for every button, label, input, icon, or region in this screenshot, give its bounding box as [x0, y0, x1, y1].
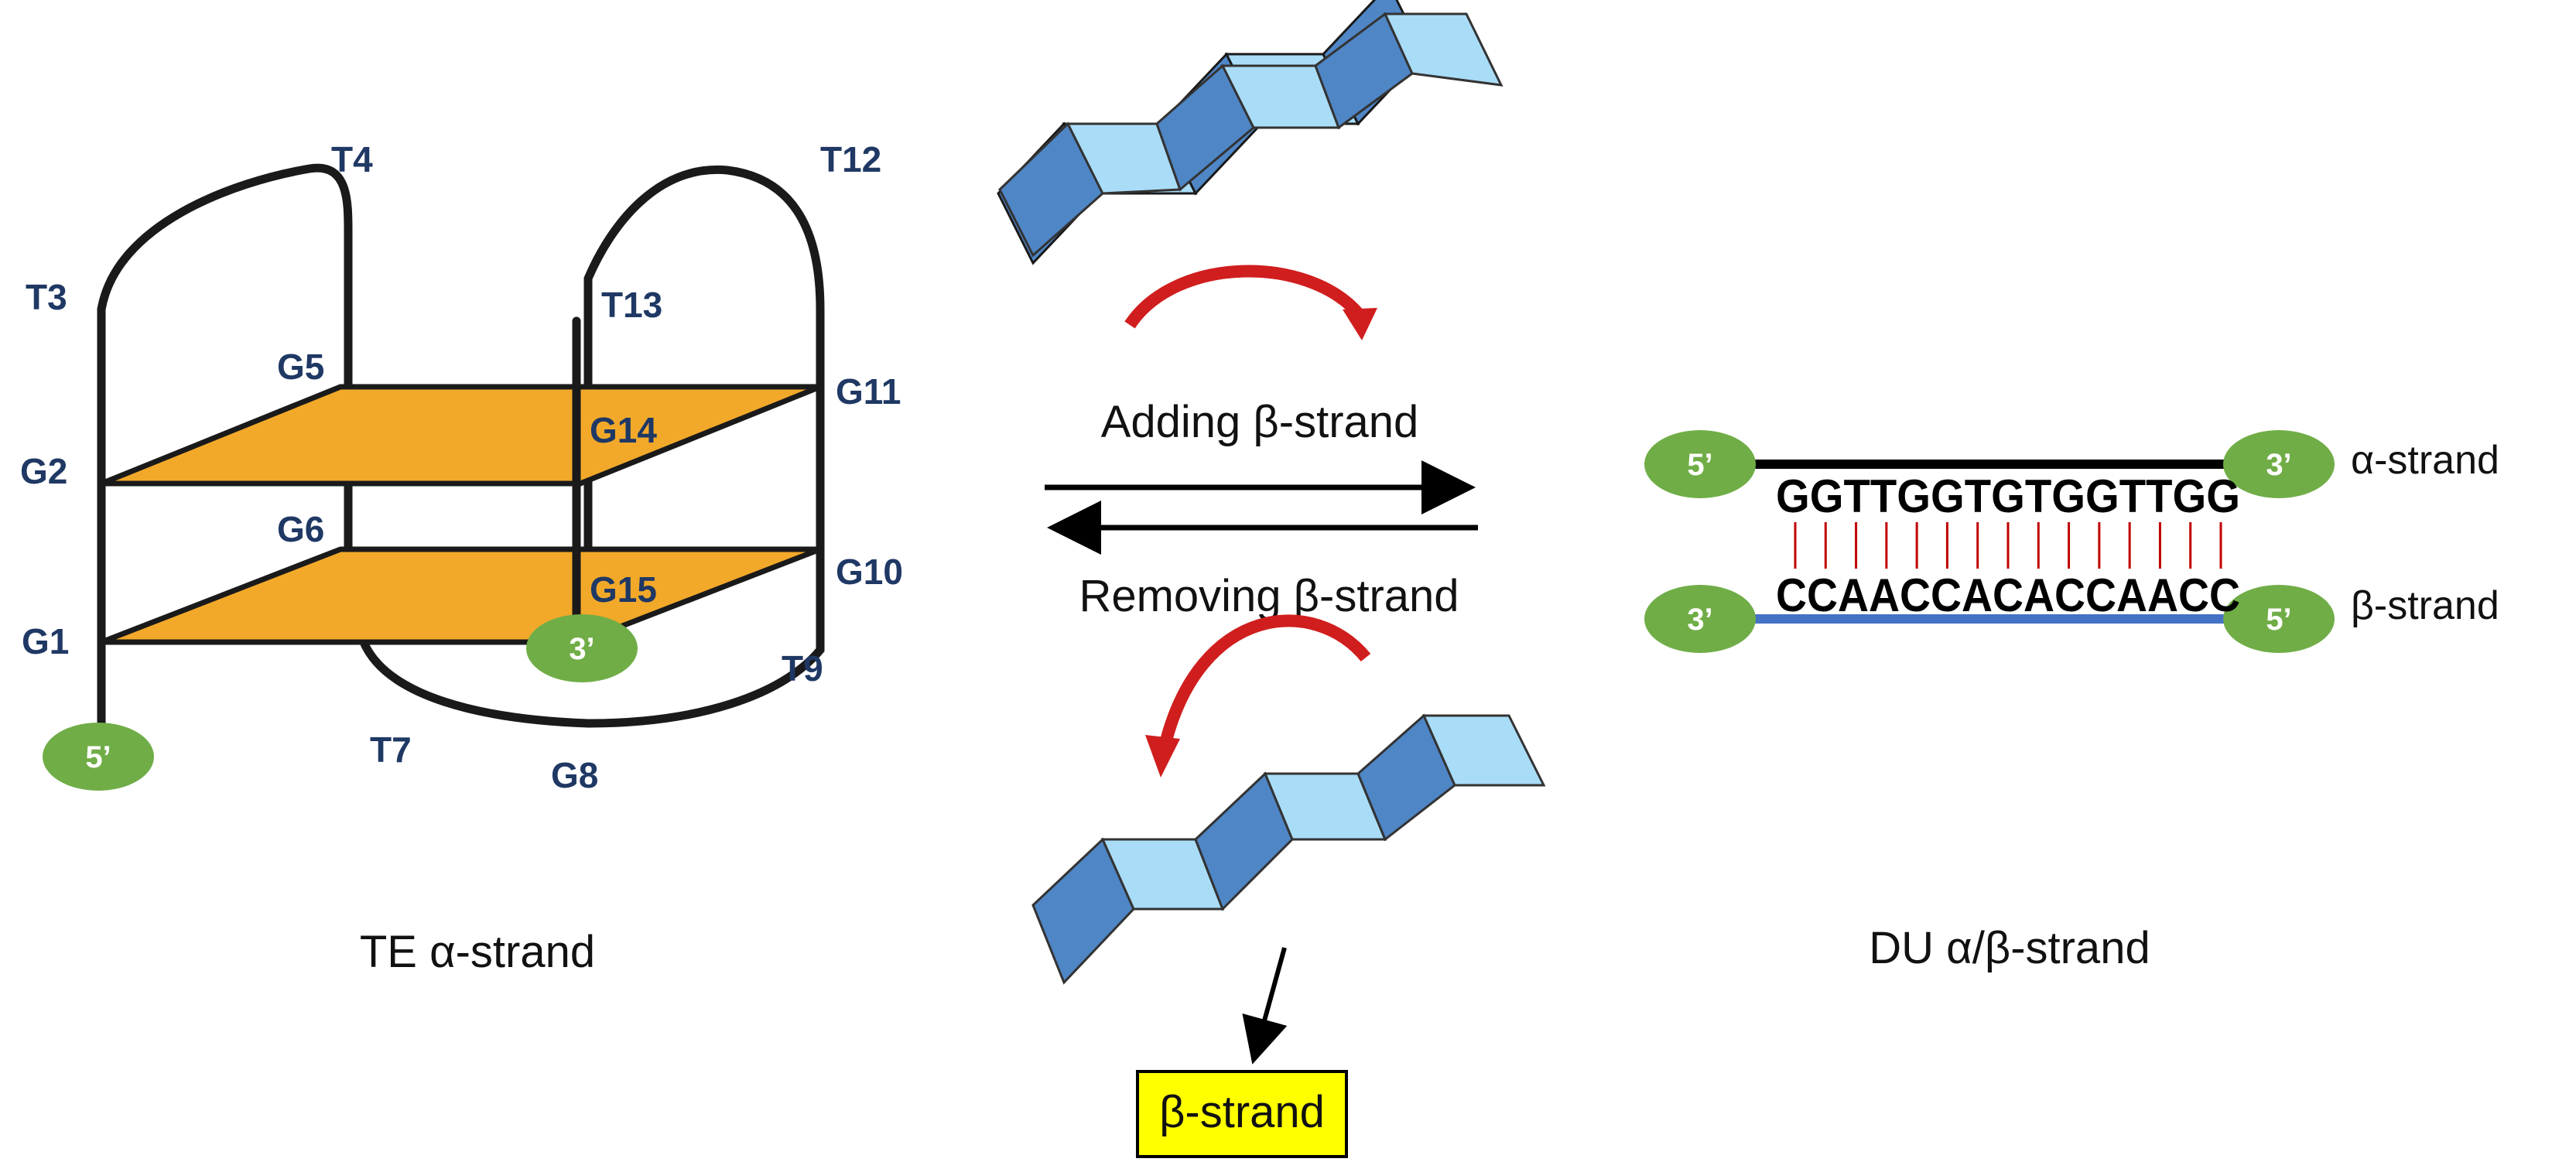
quadruplex-5prime-label: 5’ [85, 740, 111, 774]
nuc-G6: G6 [277, 509, 324, 549]
bottom-g-tetrad [100, 546, 822, 645]
backbone-lower-loop-T7-G8-T9 [359, 165, 825, 728]
beta-strand-ribbon-top-main [998, 12, 1504, 258]
adding-curved-arrow [1124, 265, 1363, 329]
alpha-sequence: GGTTGGTGTGGTTGG [1776, 470, 2240, 522]
quadruplex-3prime-label: 3’ [569, 632, 594, 666]
nuc-G11: G11 [836, 371, 901, 412]
quadruplex-3prime-end: 3’ [526, 614, 638, 682]
removing-beta-strand-label: Removing β-strand [1079, 571, 1459, 621]
duplex-caption: DU α/β-strand [1869, 923, 2150, 973]
beta-strand-label: β-strand [2351, 583, 2499, 628]
nuc-G5: G5 [277, 347, 324, 387]
quadruplex-5prime-end: 5’ [43, 723, 154, 791]
nuc-G10: G10 [836, 552, 903, 592]
beta-5prime-label: 5’ [2266, 603, 2291, 637]
released-beta-strand-label: β-strand [1159, 1087, 1325, 1137]
backbone-loop-T3-T4 [97, 163, 353, 391]
release-arrow [1242, 947, 1288, 1065]
released-beta-strand-box: β-strand [1136, 1070, 1348, 1158]
nuc-G14: G14 [590, 410, 657, 450]
beta-3prime-end: 3’ [1644, 585, 1756, 653]
nuc-T7: T7 [370, 730, 412, 770]
nuc-T4: T4 [331, 139, 373, 179]
quadruplex-caption: TE α-strand [360, 927, 595, 977]
removing-curved-arrow [1158, 614, 1371, 748]
nuc-G15: G15 [590, 569, 657, 610]
nuc-G2: G2 [20, 451, 67, 491]
alpha-3prime-end: 3’ [2223, 430, 2335, 498]
duplex: 5’ 3’ 3’ 5’ GGTTGGTGTGGTTGG CCAACCACACCA… [1644, 430, 2499, 973]
alpha-5prime-label: 5’ [1687, 448, 1712, 482]
beta-strand-ribbon-bottom [1031, 713, 1546, 985]
nuc-T13: T13 [601, 285, 662, 325]
top-g-tetrad [100, 384, 822, 487]
nuc-G8: G8 [551, 755, 598, 795]
beta-sequence: CCAACCACACCAACC [1776, 569, 2240, 621]
alpha-strand-label: α-strand [2351, 438, 2499, 483]
nuc-T3: T3 [26, 277, 67, 317]
alpha-3prime-label: 3’ [2266, 448, 2291, 482]
nuc-T12: T12 [820, 139, 881, 179]
beta-3prime-label: 3’ [1687, 603, 1712, 637]
equilibrium-transition: Adding β-strand Removing β-strand β-stra… [997, 0, 1546, 1158]
nuc-G1: G1 [22, 621, 69, 661]
nuc-T9: T9 [782, 648, 823, 689]
g-quadruplex: 5’ 3’ G1 G2 T3 T4 G5 G6 T7 G8 T9 G10 G11… [20, 139, 903, 977]
alpha-5prime-end: 5’ [1644, 430, 1756, 498]
beta-5prime-end: 5’ [2223, 585, 2335, 653]
base-pair-ticks [1794, 522, 2222, 569]
adding-beta-strand-label: Adding β-strand [1101, 397, 1419, 447]
removing-curved-arrow-head [1145, 735, 1180, 778]
adding-curved-arrow-head [1343, 308, 1377, 340]
